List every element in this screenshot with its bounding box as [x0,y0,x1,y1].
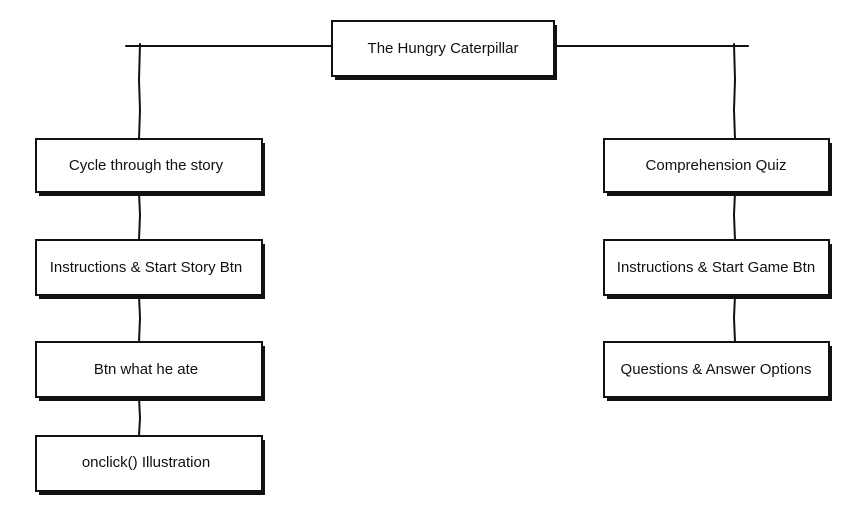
node-cycle-story: Cycle through the story [35,138,265,196]
connector-left-1-2 [138,191,142,241]
node-onclick-illustration-label: onclick() Illustration [82,454,210,471]
node-cycle-story-box [35,138,263,193]
node-comprehension-quiz: Comprehension Quiz [603,138,832,196]
connector-left-2-3 [138,294,142,343]
node-questions-answers-label: Questions & Answer Options [621,361,812,378]
node-questions-answers: Questions & Answer Options [603,341,832,401]
node-questions-answers-box [603,341,830,398]
node-instructions-story-box [35,239,263,296]
node-comprehension-quiz-label: Comprehension Quiz [646,157,787,174]
root-node: The Hungry Caterpillar [331,20,557,80]
right-branch: Comprehension Quiz Instructions & Start … [603,138,832,401]
node-btn-what-he-ate-box [35,341,263,398]
connector-root-right-vertical [732,43,737,140]
node-btn-what-he-ate-label: Btn what he ate [94,361,198,378]
connector-right-2-3 [732,294,736,343]
node-cycle-story-label: Cycle through the story [69,157,224,174]
root-node-label: The Hungry Caterpillar [368,40,519,57]
node-btn-what-he-ate: Btn what he ate [35,341,265,401]
connector-right-1-2 [732,191,736,241]
root-node-box [331,20,555,77]
connectors [125,43,749,437]
left-branch: Cycle through the story Instructions & S… [35,138,265,495]
node-instructions-game: Instructions & Start Game Btn [603,239,832,299]
node-onclick-illustration: onclick() Illustration [35,435,265,495]
node-onclick-illustration-box [35,435,263,492]
node-instructions-game-label: Instructions & Start Game Btn [617,259,815,276]
connector-root-left-vertical [137,43,142,140]
connector-left-3-4 [138,396,142,437]
node-instructions-story-label: Instructions & Start Story Btn [50,259,243,276]
node-instructions-game-box [603,239,830,296]
node-instructions-story: Instructions & Start Story Btn [35,239,265,299]
node-comprehension-quiz-box [603,138,830,193]
